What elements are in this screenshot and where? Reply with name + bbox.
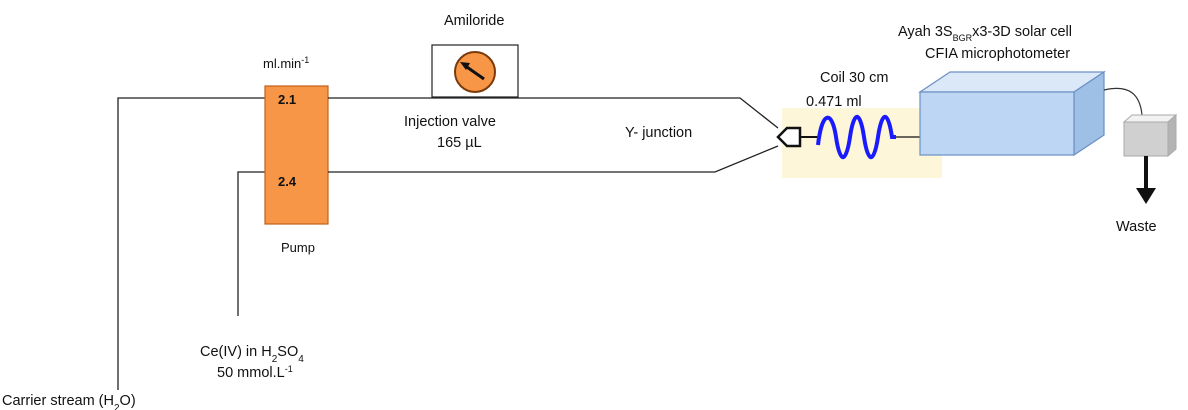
detector-to-waste-tube bbox=[1103, 87, 1143, 116]
pump-rate-top: 2.1 bbox=[278, 92, 296, 107]
pump-rate-bottom: 2.4 bbox=[278, 174, 297, 189]
detector-type-label: CFIA microphotometer bbox=[925, 46, 1070, 62]
y-junction-connector-icon bbox=[776, 126, 802, 148]
coil-volume-label: 0.471 ml bbox=[806, 94, 862, 110]
reagent-tube bbox=[237, 171, 265, 316]
coil-length-label: Coil 30 cm bbox=[820, 70, 889, 86]
carrier-line-to-junction bbox=[328, 97, 779, 129]
injection-valve-arrow-icon bbox=[460, 62, 470, 70]
detector-box bbox=[918, 70, 1106, 157]
waste-arrow-icon bbox=[1136, 188, 1156, 204]
waste-container bbox=[1122, 113, 1178, 158]
detector-name-label: Ayah 3SBGRx3-3D solar cell bbox=[898, 24, 1072, 43]
waste-label: Waste bbox=[1116, 219, 1157, 235]
amiloride-label: Amiloride bbox=[444, 13, 504, 29]
carrier-stream-tube bbox=[117, 97, 265, 390]
injection-valve-label: Injection valve bbox=[404, 114, 496, 130]
reagent-line-to-junction bbox=[328, 145, 779, 173]
pump-body bbox=[264, 85, 329, 225]
flow-unit-label: ml.min-1 bbox=[263, 55, 309, 71]
pump-label: Pump bbox=[281, 240, 315, 255]
injection-volume-label: 165 µL bbox=[437, 135, 482, 151]
reagent-concentration-label: 50 mmol.L-1 bbox=[217, 364, 293, 381]
carrier-stream-label: Carrier stream (H2O) bbox=[2, 393, 136, 410]
y-junction-label: Y- junction bbox=[625, 125, 692, 141]
reagent-label: Ce(IV) in H2SO4 bbox=[200, 344, 304, 365]
coil-highlight bbox=[782, 108, 942, 178]
reaction-coil-icon bbox=[816, 114, 896, 160]
